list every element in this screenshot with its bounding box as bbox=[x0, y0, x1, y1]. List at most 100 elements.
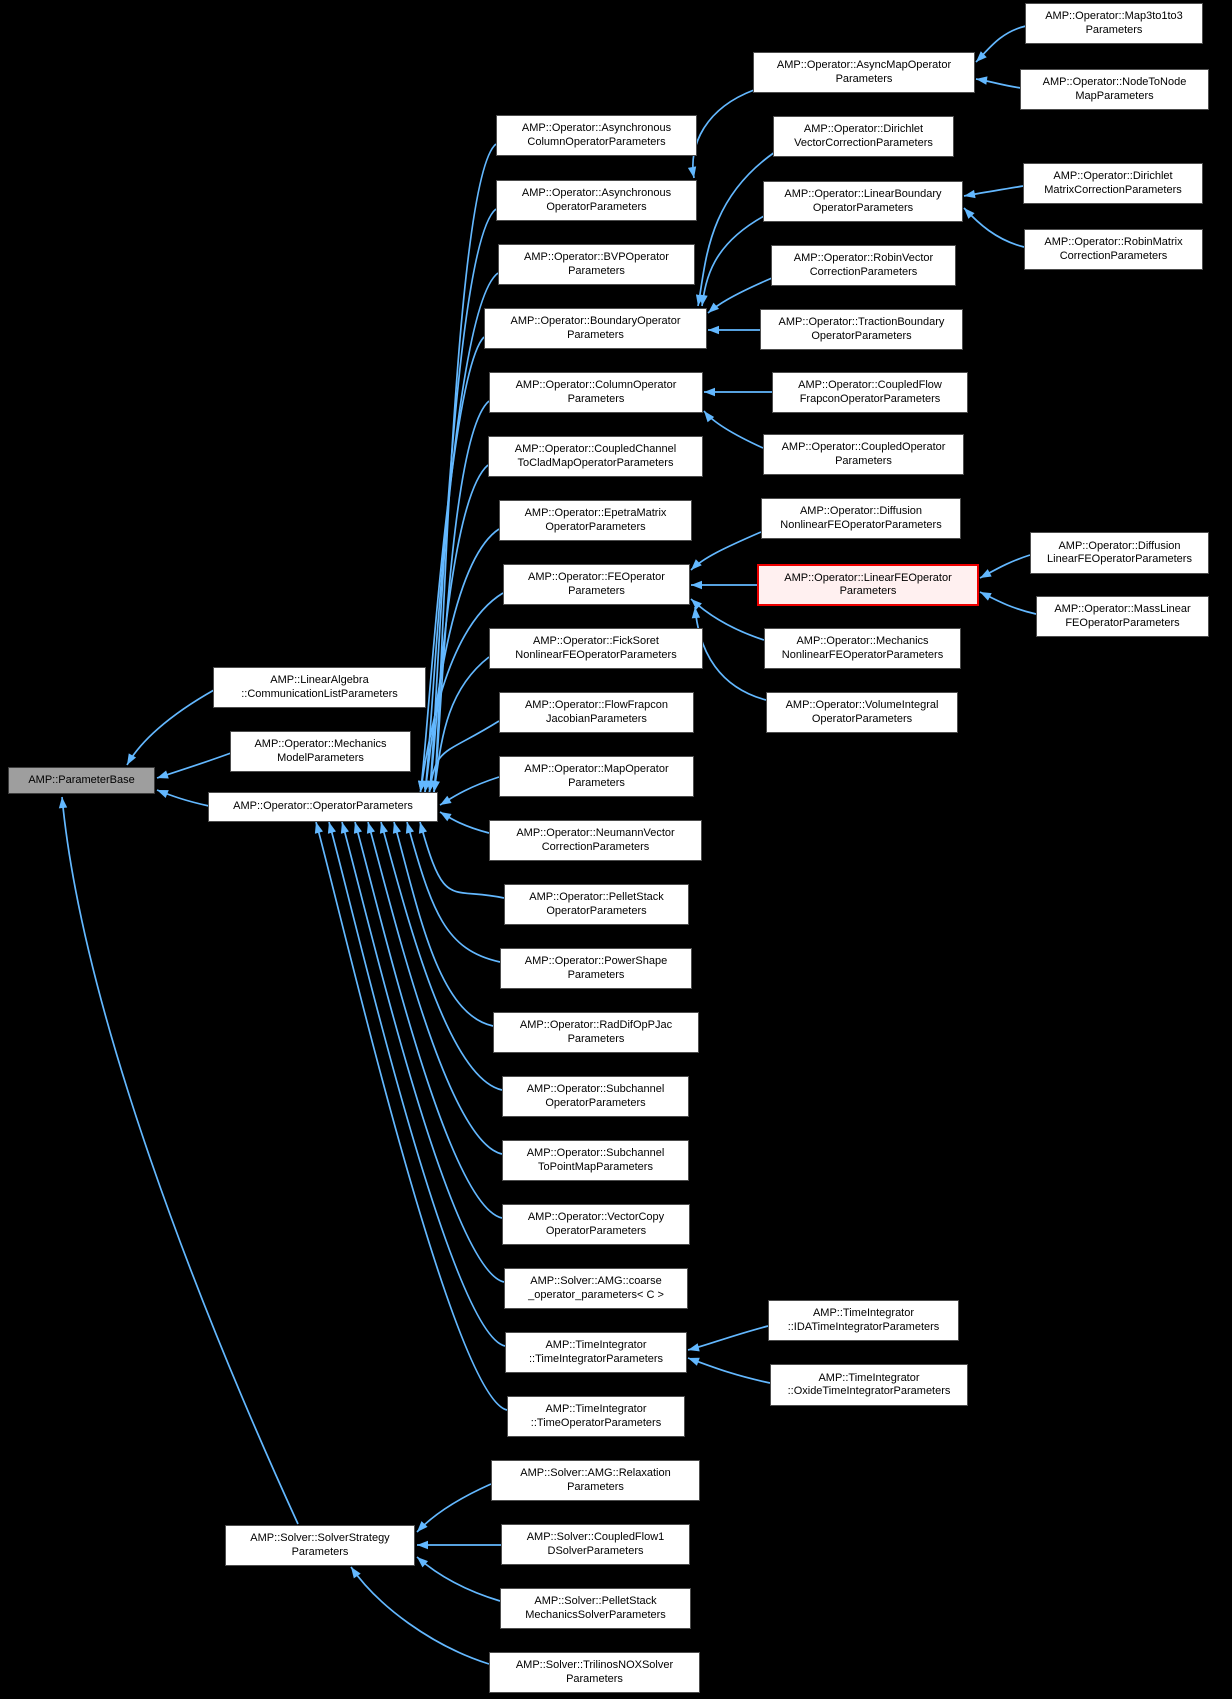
inheritance-edge-mech_model-to-parameter_base bbox=[156, 752, 232, 779]
class-node-ida[interactable]: AMP::TimeIntegrator::IDATimeIntegratorPa… bbox=[768, 1300, 959, 1341]
arrowhead-icon bbox=[314, 822, 323, 834]
class-name-line: MechanicsSolverParameters bbox=[525, 1608, 666, 1621]
class-name-line: AMP::Operator::EpetraMatrix bbox=[524, 507, 667, 519]
class-name-line: AMP::Operator::MassLinear bbox=[1054, 603, 1191, 615]
class-name-line: OperatorParameters bbox=[545, 520, 646, 533]
arrowhead-icon bbox=[688, 1357, 700, 1366]
arrowhead-icon bbox=[392, 822, 401, 834]
inheritance-edge-pelletstack_op-to-operator_params bbox=[419, 821, 505, 899]
class-node-parameter_base[interactable]: AMP::ParameterBase bbox=[8, 767, 155, 794]
arrowhead-icon bbox=[980, 569, 992, 578]
inheritance-edge-subchannel_op-to-operator_params bbox=[380, 821, 503, 1091]
class-name-line: AMP::Operator::RobinVector bbox=[793, 252, 934, 264]
class-name-line: OperatorParameters bbox=[811, 329, 912, 342]
class-node-ti_op_params[interactable]: AMP::TimeIntegrator::TimeOperatorParamet… bbox=[507, 1396, 685, 1437]
arrowhead-icon bbox=[964, 189, 976, 199]
class-name-line: OperatorParameters bbox=[545, 1224, 647, 1237]
class-node-operator_params[interactable]: AMP::Operator::OperatorParameters bbox=[208, 792, 438, 822]
arrowhead-icon bbox=[964, 208, 975, 219]
class-name-line: AMP::TimeIntegrator bbox=[545, 1403, 647, 1415]
class-name-line: AMP::Operator::Asynchronous bbox=[521, 122, 672, 134]
class-name-line: AMP::Solver::PelletStack bbox=[534, 1595, 657, 1607]
arrowhead-icon bbox=[379, 822, 388, 834]
arrowhead-icon bbox=[418, 822, 427, 834]
inheritance-edge-comm_list-to-parameter_base bbox=[126, 689, 215, 766]
class-name-line: AMP::Operator::CoupledChannel bbox=[514, 443, 677, 455]
class-node-ti_params[interactable]: AMP::TimeIntegrator::TimeIntegratorParam… bbox=[505, 1332, 687, 1373]
inheritance-edge-fe_operator-to-operator_params bbox=[419, 592, 504, 793]
class-name-line: AMP::Operator::PelletStack bbox=[529, 891, 664, 903]
inheritance-edge-linear_boundary-to-boundary_op bbox=[701, 215, 765, 307]
inheritance-edge-vectorcopy-to-operator_params bbox=[354, 821, 503, 1219]
class-name-line: AMP::Operator::AsyncMapOperator bbox=[776, 59, 952, 71]
inheritance-edge-epetra-to-operator_params bbox=[424, 528, 500, 793]
class-name-line: Parameters bbox=[568, 584, 625, 597]
class-name-line: CorrectionParameters bbox=[1059, 249, 1168, 262]
class-name-line: FrapconOperatorParameters bbox=[799, 392, 941, 405]
arrowhead-icon bbox=[351, 1567, 361, 1579]
arrowhead-icon bbox=[440, 795, 452, 805]
class-name-line: Parameters bbox=[1085, 23, 1143, 36]
arrowhead-icon bbox=[980, 592, 992, 601]
class-name-line: AMP::Operator::FickSoret bbox=[533, 635, 659, 647]
arrowhead-icon bbox=[353, 822, 362, 834]
inheritance-edge-coupled_channel-to-operator_params bbox=[428, 464, 489, 793]
arrowhead-icon bbox=[691, 580, 702, 590]
inheritance-edge-pelletstack_solver-to-solver_strategy bbox=[416, 1556, 501, 1602]
class-name-line: AMP::Solver::SolverStrategy bbox=[250, 1532, 390, 1544]
class-node-comm_list[interactable]: AMP::LinearAlgebra::CommunicationListPar… bbox=[213, 667, 426, 708]
arrowhead-icon bbox=[708, 325, 719, 335]
class-node-oxide[interactable]: AMP::TimeIntegrator::OxideTimeIntegrator… bbox=[770, 1364, 968, 1406]
class-name-line: NonlinearFEOperatorParameters bbox=[780, 518, 942, 531]
class-node-amg_coarse[interactable]: AMP::Solver::AMG::coarse_operator_parame… bbox=[504, 1268, 688, 1309]
class-name-line: AMP::Operator::VectorCopy bbox=[527, 1211, 665, 1223]
class-name-line: AMP::Operator::Dirichlet bbox=[1053, 170, 1173, 182]
inheritance-edge-ida-to-ti_params bbox=[687, 1325, 769, 1351]
arrowhead-icon bbox=[687, 166, 697, 178]
arrowhead-icon bbox=[440, 812, 452, 822]
arrowhead-icon bbox=[688, 1343, 700, 1352]
